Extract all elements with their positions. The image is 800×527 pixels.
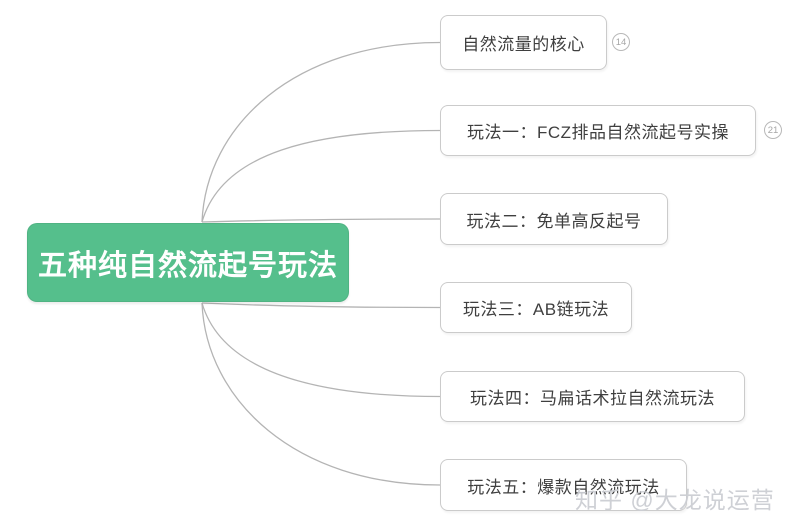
topic-count-badge[interactable]: 14 [612, 33, 630, 51]
child-topic-method-4[interactable]: 玩法四：马扁话术拉自然流玩法 [440, 371, 745, 422]
topic-count-badge[interactable]: 21 [764, 121, 782, 139]
connector-line-method-5 [201, 302, 441, 486]
connector-line-method-2 [201, 218, 441, 223]
watermark: 知乎 @大龙说运营 [575, 487, 775, 513]
child-topic-method-2[interactable]: 玩法二：免单高反起号 [440, 193, 668, 245]
connector-line-method-3 [201, 302, 441, 309]
connector-line-method-4 [201, 302, 441, 398]
root-topic[interactable]: 五种纯自然流起号玩法 [27, 223, 349, 302]
child-topic-method-3[interactable]: 玩法三：AB链玩法 [440, 282, 632, 333]
child-topic-method-5[interactable]: 玩法五：爆款自然流玩法 [440, 459, 687, 511]
connector-line-method-1 [201, 129, 441, 223]
child-topic-core[interactable]: 自然流量的核心 [440, 15, 607, 70]
connector-line-core [201, 41, 441, 223]
child-topic-method-1[interactable]: 玩法一：FCZ排品自然流起号实操 [440, 105, 756, 156]
